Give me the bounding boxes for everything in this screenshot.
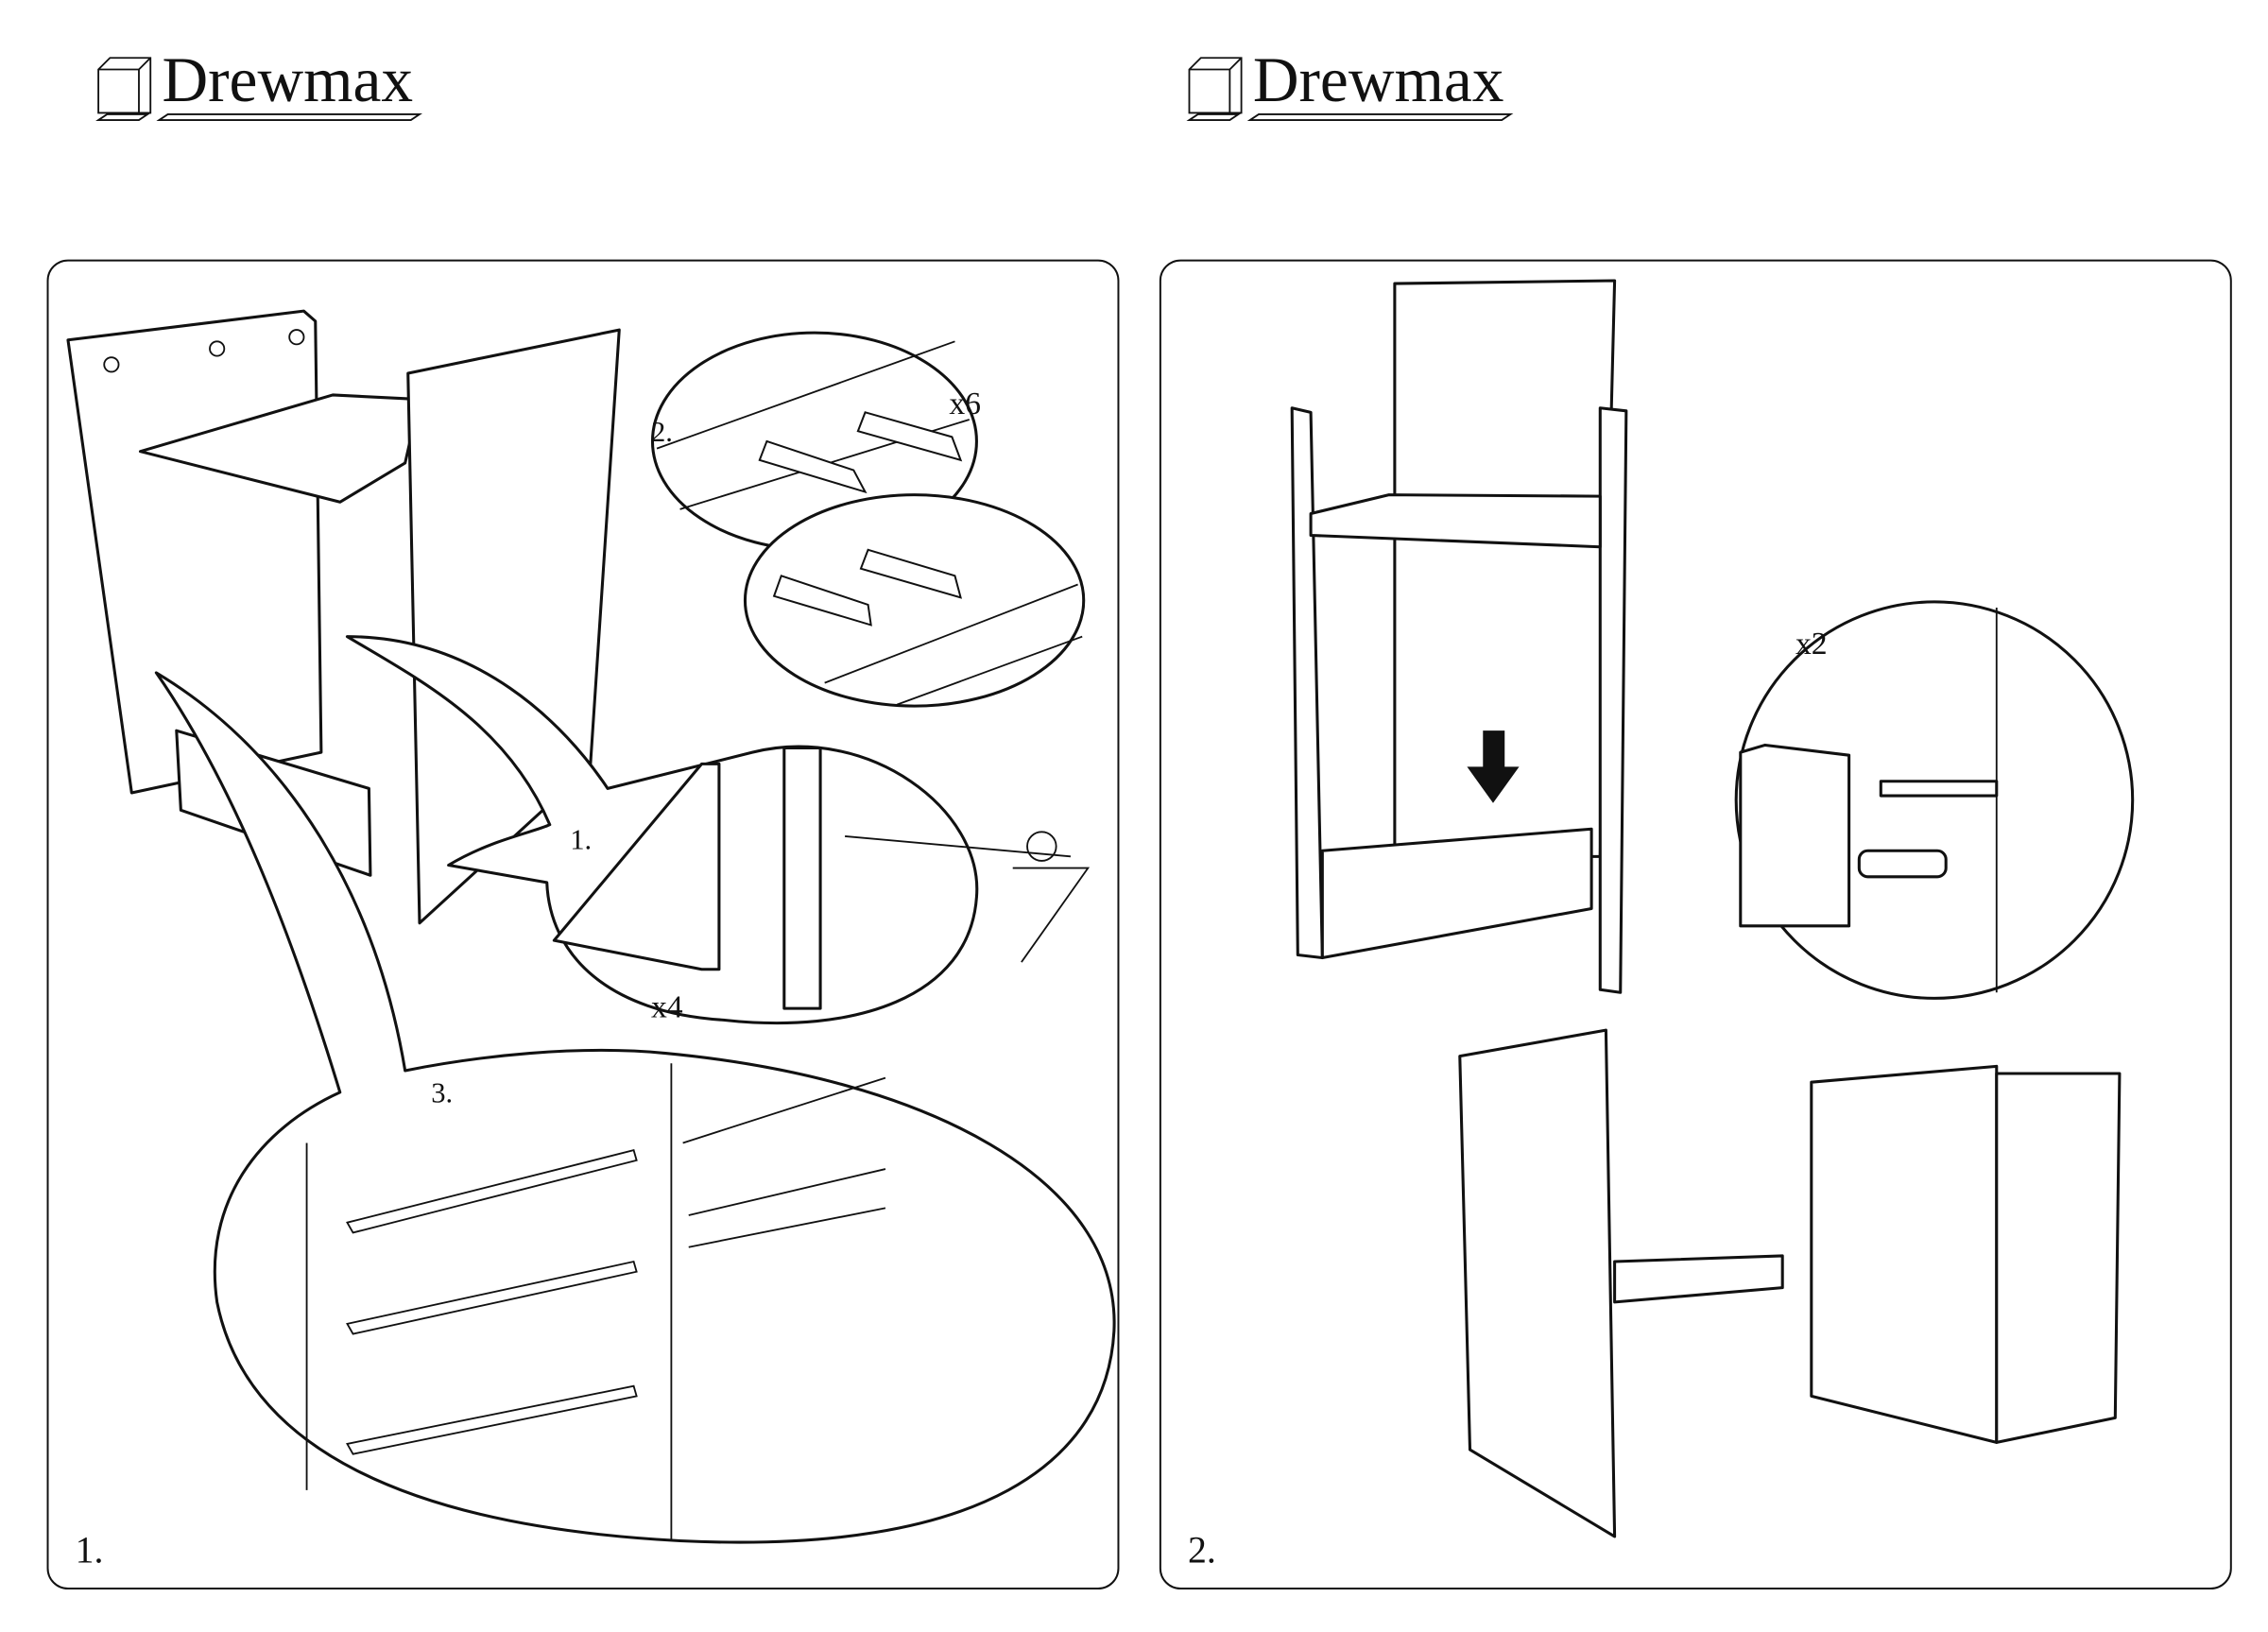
callout-label: 3. [431,1077,453,1109]
step-2-panel: x2 2. [1159,259,2232,1590]
brand-logo-right: Drewmax [1186,44,1514,121]
callout-label: 1. [570,824,592,856]
quantity-label: x6 [949,387,981,421]
brand-name: Drewmax [162,44,413,115]
brand-name: Drewmax [1253,44,1504,115]
brand-logo-left: Drewmax [95,44,423,121]
cabinet [1810,1064,1999,1444]
quantity-label: x4 [651,989,683,1024]
plinth [1320,827,1593,960]
side-panel [1458,1028,1617,1538]
detail-callout [743,493,1086,708]
step-1-panel: 2. x6 1. x4 3. 1. [46,259,1120,1590]
step-number: 2. [1188,1529,1216,1571]
step-number: 1. [76,1529,104,1571]
arrow-down-icon [1467,730,1520,803]
quantity-label: x2 [1796,627,1828,661]
callout-label: 2. [651,416,673,448]
